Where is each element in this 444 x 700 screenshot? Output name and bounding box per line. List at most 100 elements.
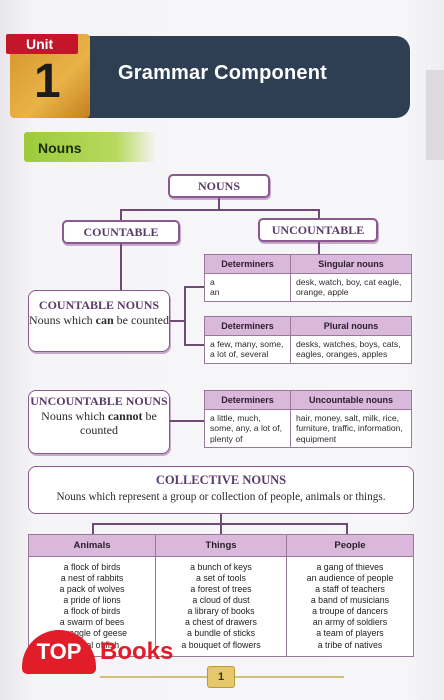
uncountable-nouns-table: Determiners Uncountable nouns a little, … [204, 390, 412, 449]
list-item: a flock of birds [63, 562, 121, 572]
list-item: a bouquet of flowers [181, 639, 261, 650]
singular-nouns-table: Determiners Singular nouns a an desk, wa… [204, 254, 412, 302]
table-cell: hair, money, salt, milk, rice, furniture… [290, 408, 412, 449]
table-header: People [285, 534, 415, 557]
watermark-books-text: Books [100, 638, 174, 665]
page-title: Grammar Component [118, 62, 327, 84]
list-item: an audience of people [306, 573, 394, 584]
countable-box: COUNTABLE [62, 220, 180, 244]
countable-nouns-title: COUNTABLE NOUNS [38, 298, 160, 312]
plural-nouns-table: Determiners Plural nouns a few, many, so… [204, 316, 412, 364]
table-cell: desks, watches, boys, cats, eagles, oran… [290, 335, 412, 364]
collective-nouns-box: COLLECTIVE NOUNS Nouns which represent a… [28, 466, 414, 514]
table-header: Determiners [204, 254, 291, 274]
list-item: a swarm of bees [59, 617, 125, 628]
uncountable-nouns-box: UNCOUNTABLE NOUNS Nouns which cannot be … [28, 390, 170, 454]
tree-line [120, 244, 122, 292]
list-item: a troupe of dancers [312, 606, 388, 617]
tree-line [92, 523, 94, 534]
collective-nouns-desc: Nouns which represent a group or collect… [56, 491, 386, 503]
table-header: Things [155, 534, 287, 557]
tree-root-box: NOUNS [168, 174, 270, 198]
tree-line [120, 209, 122, 221]
countable-nouns-desc: Nouns which can be counted [29, 313, 169, 327]
tree-line [318, 242, 320, 254]
tree-line [346, 523, 348, 534]
list-item: a library of books [187, 606, 255, 617]
tree-line [170, 420, 204, 422]
list-item: a forest of trees [190, 584, 252, 595]
table-header: Singular nouns [290, 254, 412, 274]
tree-line [184, 286, 204, 288]
page-edge-shadow [426, 70, 444, 160]
tree-line [120, 209, 320, 211]
header-band [34, 36, 410, 118]
list-item: a bundle of sticks [187, 628, 255, 639]
table-row: a an desk, watch, boy, cat eagle, orange… [204, 273, 412, 302]
table-row: a few, many, some, a lot of, several des… [204, 335, 412, 364]
list-item: a gaggle of geese [57, 628, 127, 639]
topbooks-watermark: TOP Books [18, 620, 198, 676]
determiner: a [210, 277, 215, 287]
list-item: an army of soldiers [312, 617, 388, 628]
list-item: a flock of birds [63, 606, 121, 617]
list-item: a bunch of keys [190, 562, 252, 572]
countable-desc-bold: can [95, 313, 114, 327]
watermark-top-text: TOP [22, 630, 96, 674]
countable-nouns-box: COUNTABLE NOUNS Nouns which can be count… [28, 290, 170, 352]
list-item: a staff of teachers [315, 584, 385, 595]
list-item: a team of players [316, 628, 384, 639]
table-header: Determiners [204, 316, 291, 336]
tree-line [170, 320, 184, 322]
list-item: a gang of thieves [316, 562, 384, 572]
table-header: Animals [27, 534, 157, 557]
uncountable-label: UNCOUNTABLE [271, 223, 365, 237]
list-item: a shoal of fish [64, 639, 120, 650]
tree-line [318, 209, 320, 221]
tree-line [184, 344, 204, 346]
tree-line [220, 523, 222, 534]
tree-root-label: NOUNS [197, 179, 240, 193]
table-row: a little, much, some, any, a lot of, ple… [204, 408, 412, 449]
uncountable-nouns-title: UNCOUNTABLE NOUNS [30, 394, 168, 408]
section-tab-label: Nouns [38, 140, 82, 156]
table-header: Determiners [204, 390, 291, 410]
table-cell: a an [204, 273, 291, 302]
list-item: a nest of rabbits [60, 573, 124, 584]
tree-line [218, 198, 220, 210]
collective-nouns-title: COLLECTIVE NOUNS [155, 473, 287, 487]
uncountable-desc-bold: cannot [107, 408, 143, 423]
uncountable-desc-pre: Nouns which [41, 408, 108, 423]
list-item: a cloud of dust [192, 595, 250, 606]
table-cell: a little, much, some, any, a lot of, ple… [204, 408, 291, 449]
tree-line [220, 514, 222, 524]
unit-number: 1 [34, 55, 61, 108]
countable-label: COUNTABLE [83, 225, 159, 239]
list-item: a pride of lions [63, 595, 121, 606]
tree-line [184, 286, 186, 346]
determiner: an [210, 287, 220, 298]
list-item: a tribe of natives [317, 639, 383, 650]
section-tab [24, 132, 156, 162]
uncountable-desc-post: be counted [80, 408, 157, 438]
list-item: a chest of drawers [185, 617, 257, 628]
unit-label: Unit [26, 36, 54, 52]
uncountable-box: UNCOUNTABLE [258, 218, 378, 242]
uncountable-nouns-desc: Nouns which cannot be counted [29, 409, 169, 438]
countable-desc-post: be counted [113, 313, 169, 327]
table-header: Plural nouns [290, 316, 412, 336]
table-cell: a few, many, some, a lot of, several [204, 335, 291, 364]
list-item: a set of tools [196, 573, 246, 584]
list-item: a band of musicians [310, 595, 390, 606]
page-number: 1 [207, 666, 235, 688]
table-header: Uncountable nouns [290, 390, 412, 410]
unit-tab [6, 34, 78, 54]
table-cell: desk, watch, boy, cat eagle, orange, app… [290, 273, 412, 302]
countable-desc-pre: Nouns which [29, 313, 96, 327]
list-item: a pack of wolves [59, 584, 125, 595]
